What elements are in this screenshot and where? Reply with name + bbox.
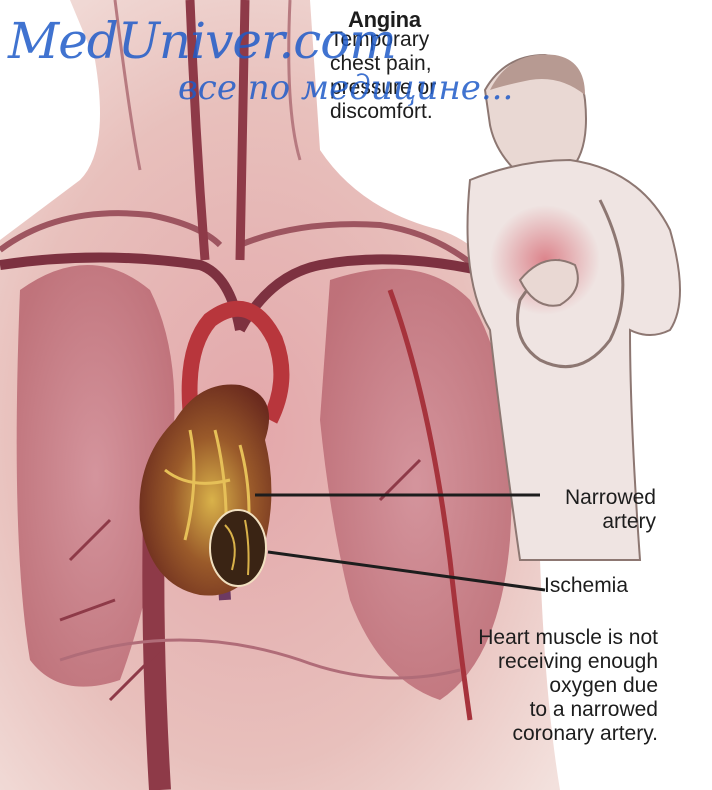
ischemia-description: Heart muscle is not receiving enough oxy… <box>398 626 658 746</box>
narrowed-artery-line: artery <box>476 510 656 534</box>
ischemia-label: Ischemia <box>544 574 628 598</box>
ischemia-desc-line: coronary artery. <box>398 722 658 746</box>
narrowed-artery-label: Narrowed artery <box>476 486 656 534</box>
ischemia-desc-line: Heart muscle is not <box>398 626 658 650</box>
ischemia-desc-line: receiving enough <box>398 650 658 674</box>
watermark-tagline: все по медицине... <box>178 68 513 108</box>
ischemia-desc-line: oxygen due <box>398 674 658 698</box>
watermark-site: MedUniver.com <box>8 12 396 70</box>
narrowed-artery-line: Narrowed <box>476 486 656 510</box>
ischemia-region <box>210 510 266 586</box>
ischemia-desc-line: to a narrowed <box>398 698 658 722</box>
